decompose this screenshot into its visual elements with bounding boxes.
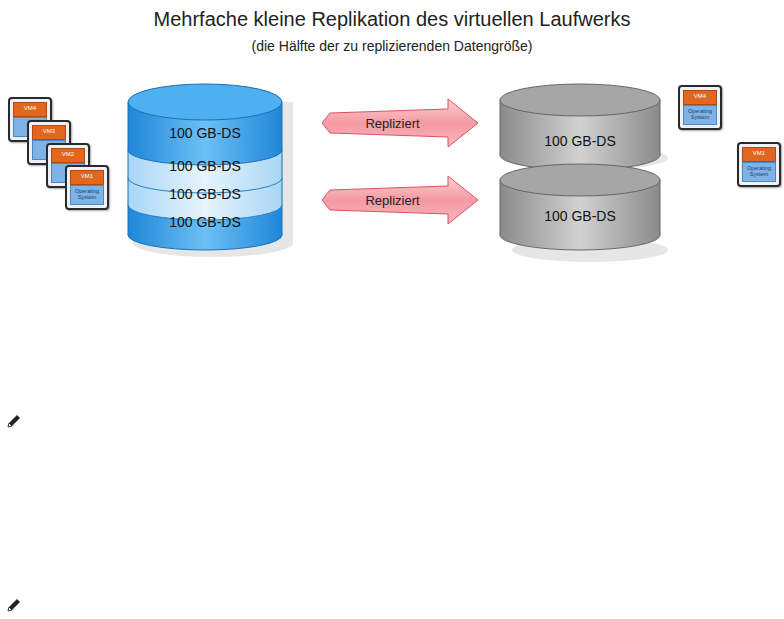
vm-name: VM4 (694, 93, 706, 99)
vm-header: VM4 (13, 102, 47, 117)
datastore-label: 100 GB-DS (169, 186, 241, 202)
vm-os-area: Operating System (683, 105, 717, 125)
vm-name: VM3 (43, 128, 55, 134)
datastore-band: 100 GB-DS (128, 208, 282, 236)
os-label: Operating System (75, 188, 99, 200)
diagram-title: Mehrfache kleine Replikation des virtuel… (0, 8, 784, 31)
datastore-label: 100 GB-DS (544, 208, 616, 224)
vm-header: VM1 (742, 147, 776, 162)
datastore-band: 100 GB-DS (500, 125, 660, 157)
arrow-label: Repliziert (365, 193, 419, 208)
note-icon (8, 599, 20, 611)
vm-name: VM1 (81, 173, 93, 179)
subtitle: (die Hälfte der zu replizierenden Dateng… (0, 38, 784, 54)
arrow-label: Repliziert (365, 116, 419, 131)
datastore-band: 100 GB-DS (500, 200, 660, 232)
vm-header: VM3 (32, 125, 66, 140)
replication-arrow (322, 176, 478, 224)
datastore-band: 100 GB-DS (128, 182, 282, 206)
vm-header: VM1 (70, 170, 104, 185)
datastore-label: 100 GB-DS (544, 133, 616, 149)
vm-card: VM4Operating System (678, 85, 722, 130)
vm-header: VM2 (51, 148, 85, 163)
note-icon (8, 415, 20, 427)
vm-card: VM1Operating System (737, 142, 781, 187)
os-label: Operating System (688, 108, 712, 120)
vm-header: VM4 (683, 90, 717, 105)
vm-name: VM2 (62, 151, 74, 157)
datastore-band: 100 GB-DS (128, 118, 282, 148)
datastore-band: 100 GB-DS (128, 153, 282, 178)
datastore-label: 100 GB-DS (169, 125, 241, 141)
vm-card: VM1Operating System (65, 165, 109, 210)
os-label: Operating System (747, 165, 771, 177)
replication-arrow (322, 99, 478, 147)
vm-name: VM4 (24, 105, 36, 111)
vm-name: VM1 (753, 150, 765, 156)
datastore-label: 100 GB-DS (169, 214, 241, 230)
vm-os-area: Operating System (70, 185, 104, 205)
datastore-label: 100 GB-DS (169, 158, 241, 174)
vm-os-area: Operating System (742, 162, 776, 182)
